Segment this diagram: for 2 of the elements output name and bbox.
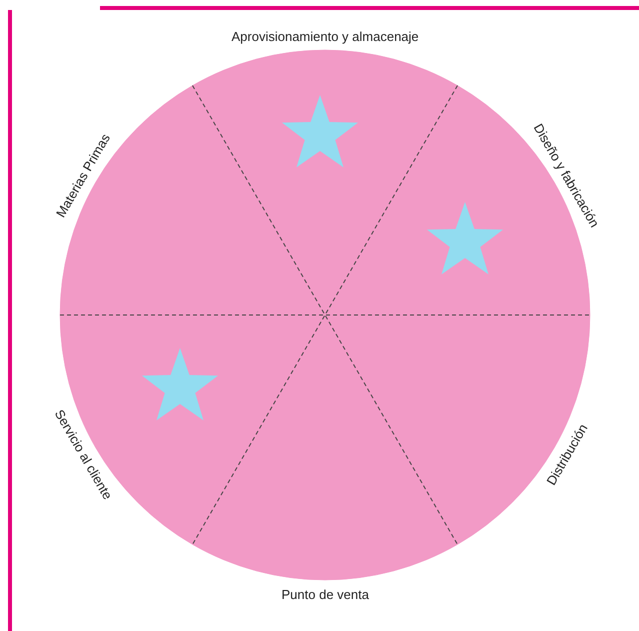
sector-label: Aprovisionamiento y almacenaje — [232, 28, 419, 44]
sector-label: Punto de venta — [282, 586, 369, 602]
